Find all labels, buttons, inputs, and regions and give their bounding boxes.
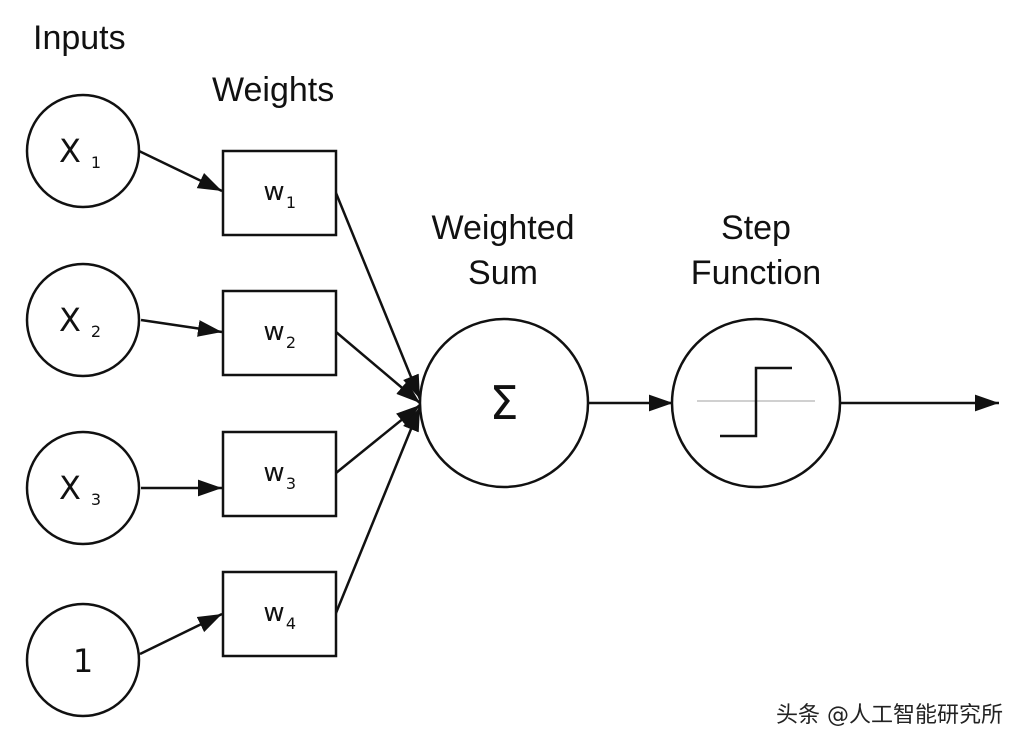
edge-weight2-sum — [335, 331, 421, 404]
weighted-sum-node: Σ — [418, 317, 590, 489]
step-function-icon — [720, 366, 792, 438]
weight-box-w1-label: w — [263, 177, 284, 207]
weighted-sum-heading-line1: Weighted — [431, 209, 574, 247]
edge-input2-weight2 — [140, 318, 223, 337]
input-node-x1-label: X — [59, 132, 81, 170]
weight-box-w3-subscript: 3 — [286, 474, 296, 493]
weight-box-w4-subscript: 4 — [286, 614, 296, 633]
edge-input4-weight4 — [139, 612, 223, 656]
input-node-x3-label: X — [59, 469, 81, 507]
weight-box-w4-label: w — [263, 598, 284, 628]
step-function-node — [670, 317, 842, 489]
input-node-x3: X 3 — [25, 430, 141, 546]
edge-input1-weight1 — [138, 149, 223, 193]
edge-weight4-sum — [334, 406, 422, 614]
input-node-x1: X 1 — [25, 93, 141, 209]
weight-box-w1-subscript: 1 — [286, 193, 296, 212]
weight-box-w2-label: w — [263, 317, 284, 347]
weights-heading: Weights — [212, 71, 334, 109]
weight-box-w4: w 4 — [221, 570, 338, 658]
input-node-x2-label: X — [59, 301, 81, 339]
input-node-bias-label: 1 — [73, 642, 93, 680]
edge-weight1-sum — [334, 192, 422, 400]
step-function-heading-line1: Step — [721, 209, 791, 247]
step-function-heading-line2: Function — [691, 254, 821, 292]
weight-box-w3: w 3 — [221, 430, 338, 518]
weight-box-w2: w 2 — [221, 289, 338, 377]
input-node-x2-subscript: 2 — [91, 322, 101, 341]
inputs-heading: Inputs — [33, 19, 126, 57]
input-node-x3-subscript: 3 — [91, 490, 101, 509]
watermark: 头条 @人工智能研究所 — [776, 703, 1003, 728]
input-node-x1-subscript: 1 — [91, 153, 101, 172]
weight-box-w2-subscript: 2 — [286, 333, 296, 352]
weight-box-w1: w 1 — [221, 149, 338, 237]
sigma-symbol: Σ — [489, 376, 518, 430]
input-node-x2: X 2 — [25, 262, 141, 378]
weighted-sum-heading-line2: Sum — [468, 254, 538, 292]
input-node-bias: 1 — [25, 602, 141, 718]
weight-box-w3-label: w — [263, 458, 284, 488]
